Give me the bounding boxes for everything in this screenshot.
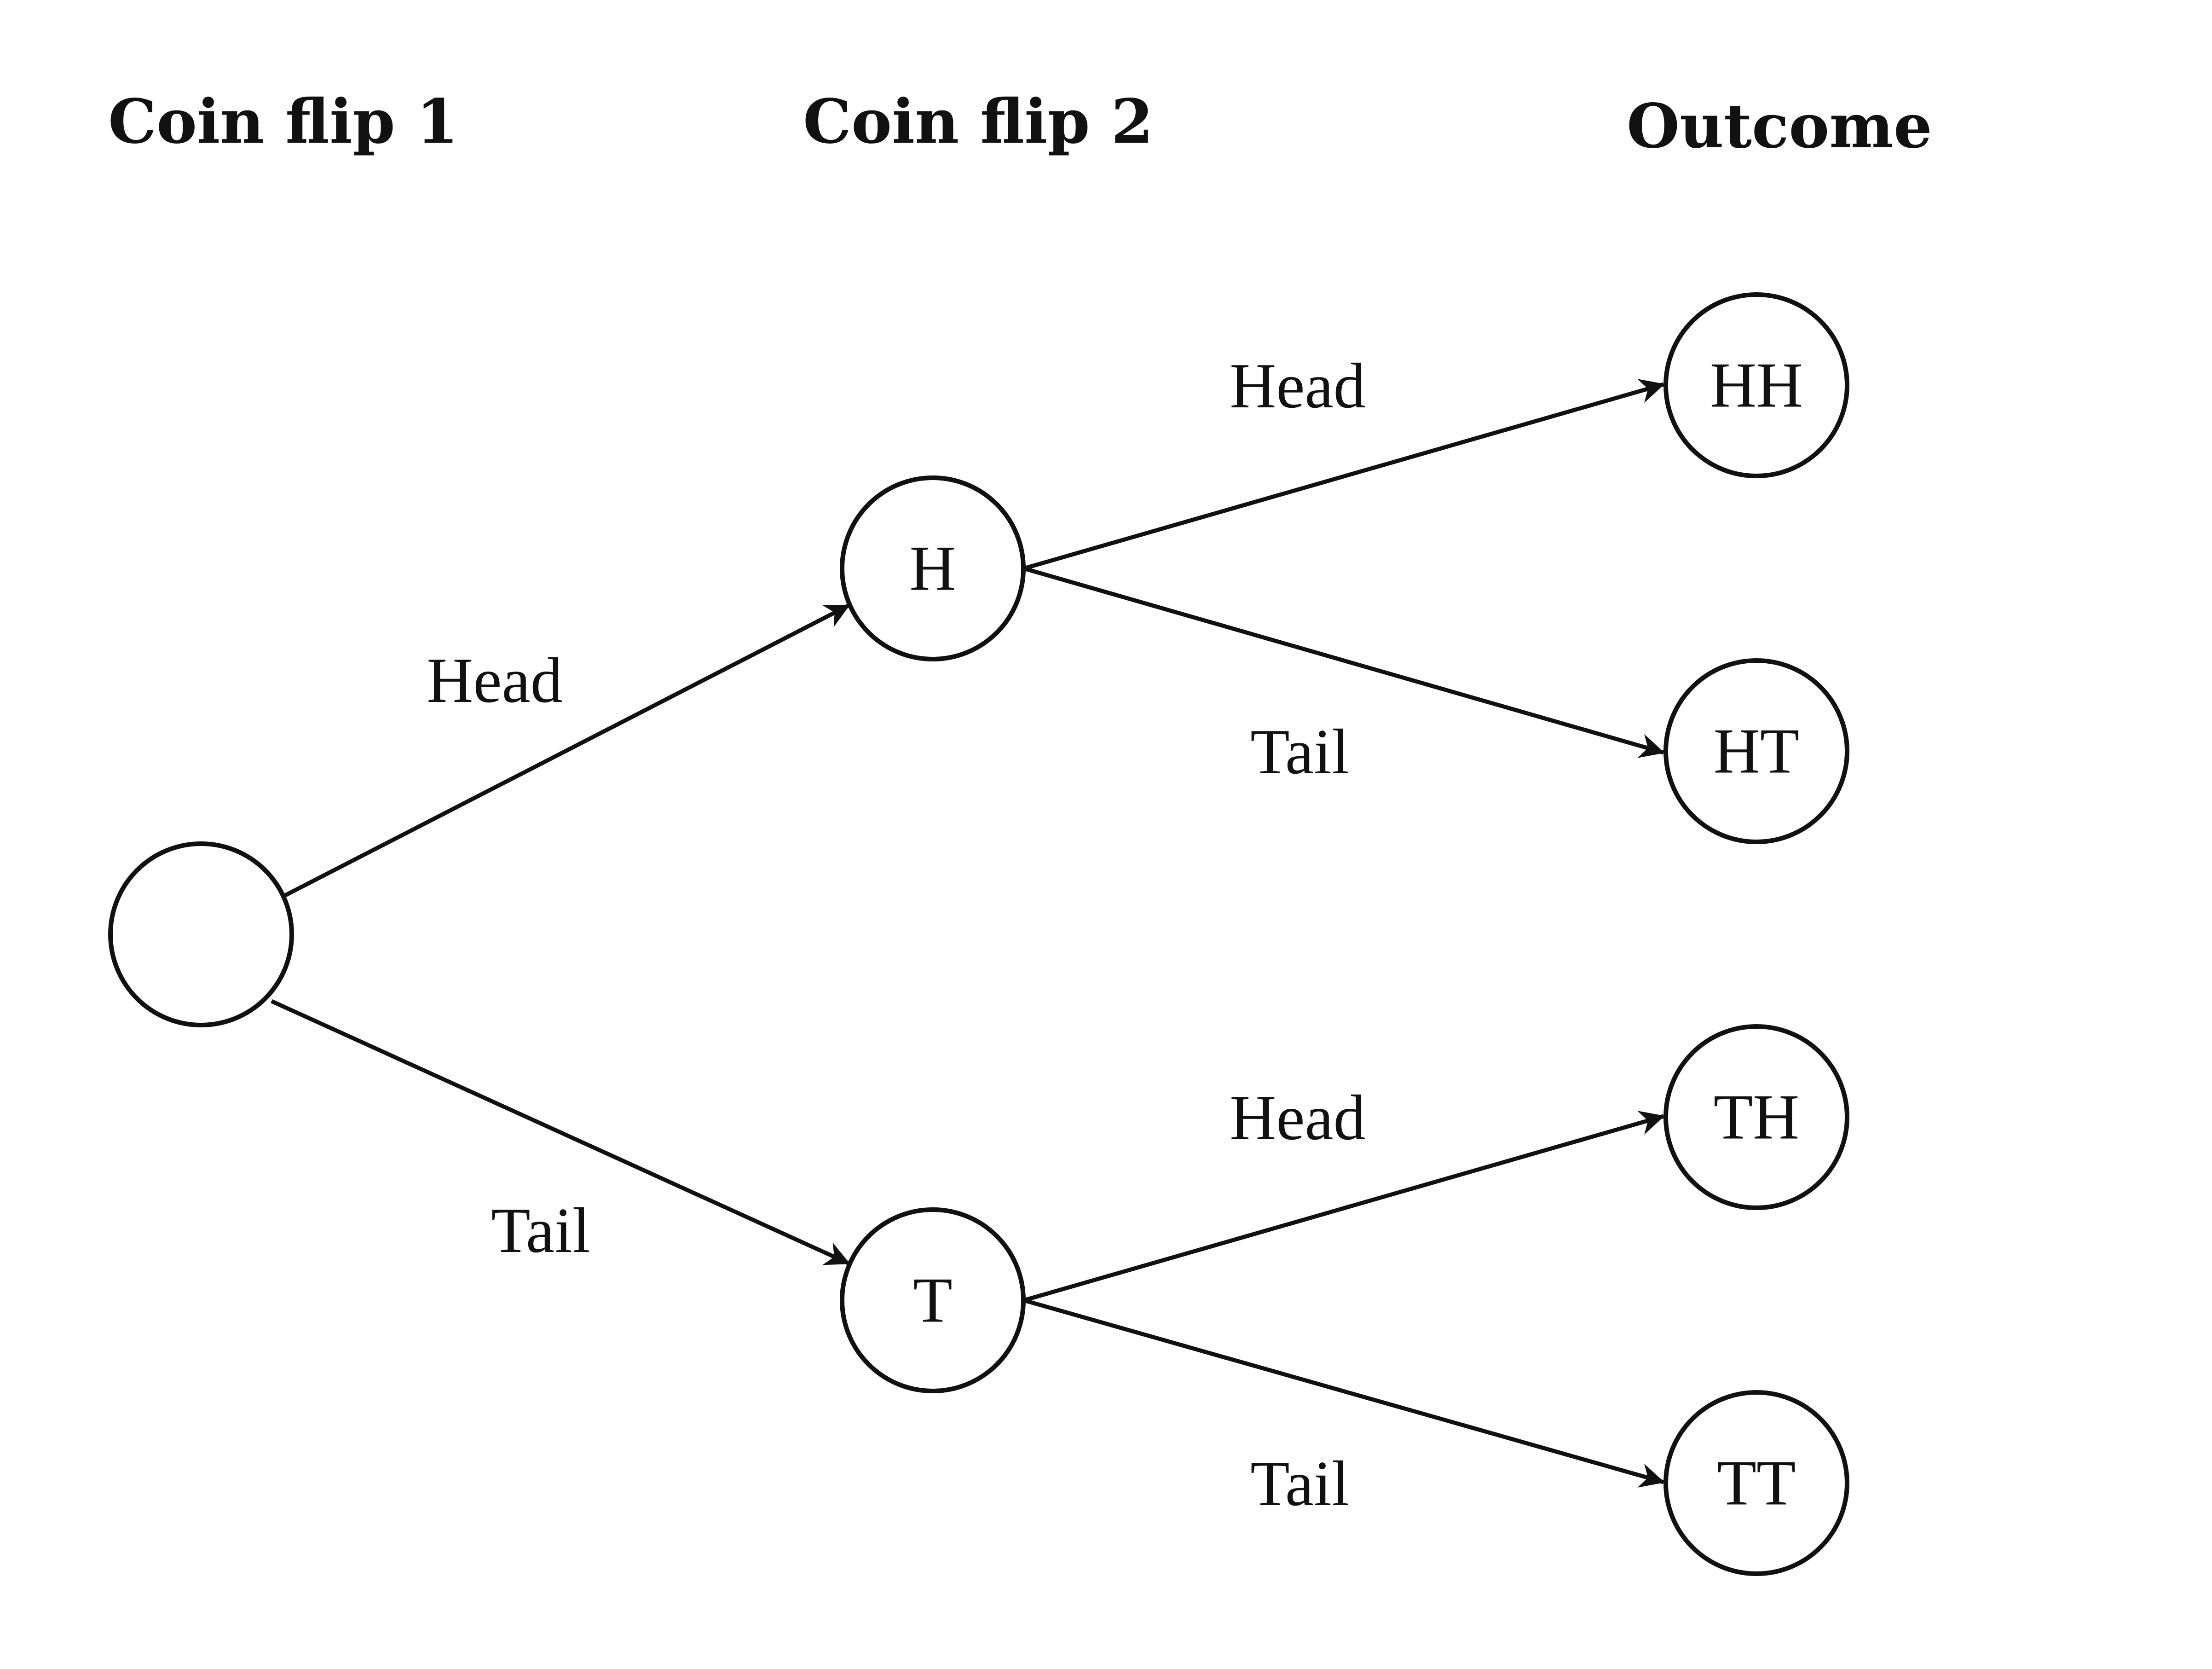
edge-label-h-hh: Head bbox=[1230, 350, 1365, 422]
node-t: T bbox=[840, 1207, 1026, 1393]
node-root bbox=[108, 841, 294, 1027]
node-t-label: T bbox=[913, 1265, 953, 1336]
edge-t-to-tt bbox=[1023, 1298, 1665, 1488]
node-th-label: TH bbox=[1714, 1082, 1800, 1153]
edge-label-root-t: Tail bbox=[491, 1195, 590, 1266]
edge-label-root-h: Head bbox=[427, 645, 562, 716]
edge-h-to-hh bbox=[1023, 379, 1665, 571]
node-hh: HH bbox=[1663, 292, 1849, 478]
edge-label-t-tt: Tail bbox=[1250, 1448, 1350, 1519]
edge-label-h-ht: Tail bbox=[1250, 716, 1350, 788]
node-tt-label: TT bbox=[1717, 1448, 1796, 1519]
header-coin-flip-1: Coin flip 1 bbox=[108, 86, 458, 157]
node-h: H bbox=[840, 475, 1026, 661]
edge-root-to-h bbox=[284, 603, 850, 898]
node-ht-label: HT bbox=[1714, 716, 1800, 787]
edge-root-to-t bbox=[271, 999, 850, 1266]
header-outcome: Outcome bbox=[1627, 91, 1932, 162]
header-coin-flip-2: Coin flip 2 bbox=[803, 86, 1153, 157]
edge-label-t-th: Head bbox=[1230, 1082, 1365, 1153]
edge-h-to-ht bbox=[1023, 566, 1665, 758]
node-tt: TT bbox=[1663, 1390, 1849, 1576]
edge-t-to-th bbox=[1023, 1111, 1665, 1303]
node-hh-label: HH bbox=[1710, 350, 1803, 421]
node-ht: HT bbox=[1663, 658, 1849, 844]
node-th: TH bbox=[1663, 1024, 1849, 1210]
node-h-label: H bbox=[909, 533, 956, 604]
